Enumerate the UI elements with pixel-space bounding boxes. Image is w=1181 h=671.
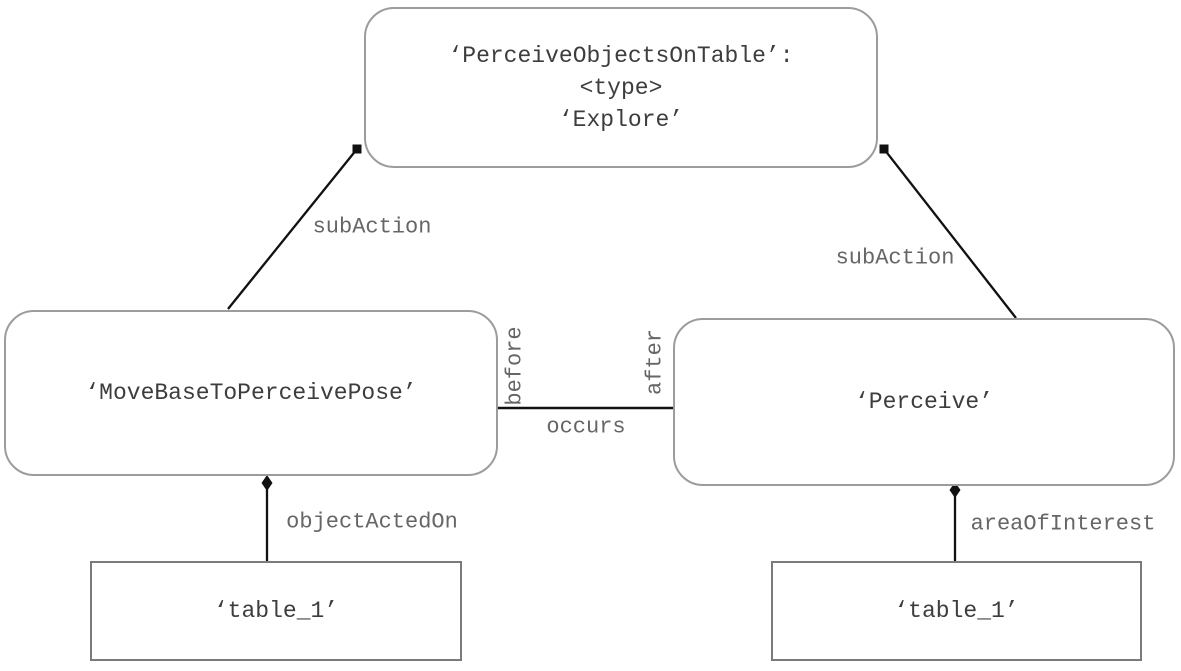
edge-subaction-right-square-marker [879,144,889,154]
edge-subaction-left-line [227,148,358,310]
node-move-base-to-perceive-pose: ‘MoveBaseToPerceivePose’ [4,310,498,476]
edge-label-before: before [502,326,528,406]
node-table-1-left: ‘table_1’ [90,561,462,661]
node-explore-line1: ‘PerceiveObjectsOnTable’: [448,42,794,69]
node-explore-line3: ‘Explore’ [558,106,684,133]
node-table-left-label: ‘table_1’ [213,598,339,624]
edge-label-after: after [642,328,668,396]
node-move-base-label: ‘MoveBaseToPerceivePose’ [85,380,417,406]
edge-label-object-acted-on: objectActedOn [286,509,458,535]
edge-object-acted-on-diamond-marker [261,475,273,491]
node-explore-line2: <type> [579,74,663,101]
edge-label-subaction-left: subAction [312,214,432,240]
node-table-right-label: ‘table_1’ [894,598,1019,624]
edge-label-subaction-right: subAction [835,245,955,271]
node-table-1-right: ‘table_1’ [771,561,1142,661]
edge-label-occurs: occurs [546,414,626,440]
edge-subaction-left-square-marker [352,144,362,154]
node-perceive-label: ‘Perceive’ [854,389,994,415]
edge-subaction-right-line [883,148,1017,319]
edge-area-of-interest-diamond-marker [949,482,961,498]
node-perceive: ‘Perceive’ [673,318,1175,486]
edge-label-area-of-interest: areaOfInterest [970,511,1156,537]
node-perceive-objects-on-table: ‘PerceiveObjectsOnTable’: <type> ‘Explor… [364,7,878,168]
